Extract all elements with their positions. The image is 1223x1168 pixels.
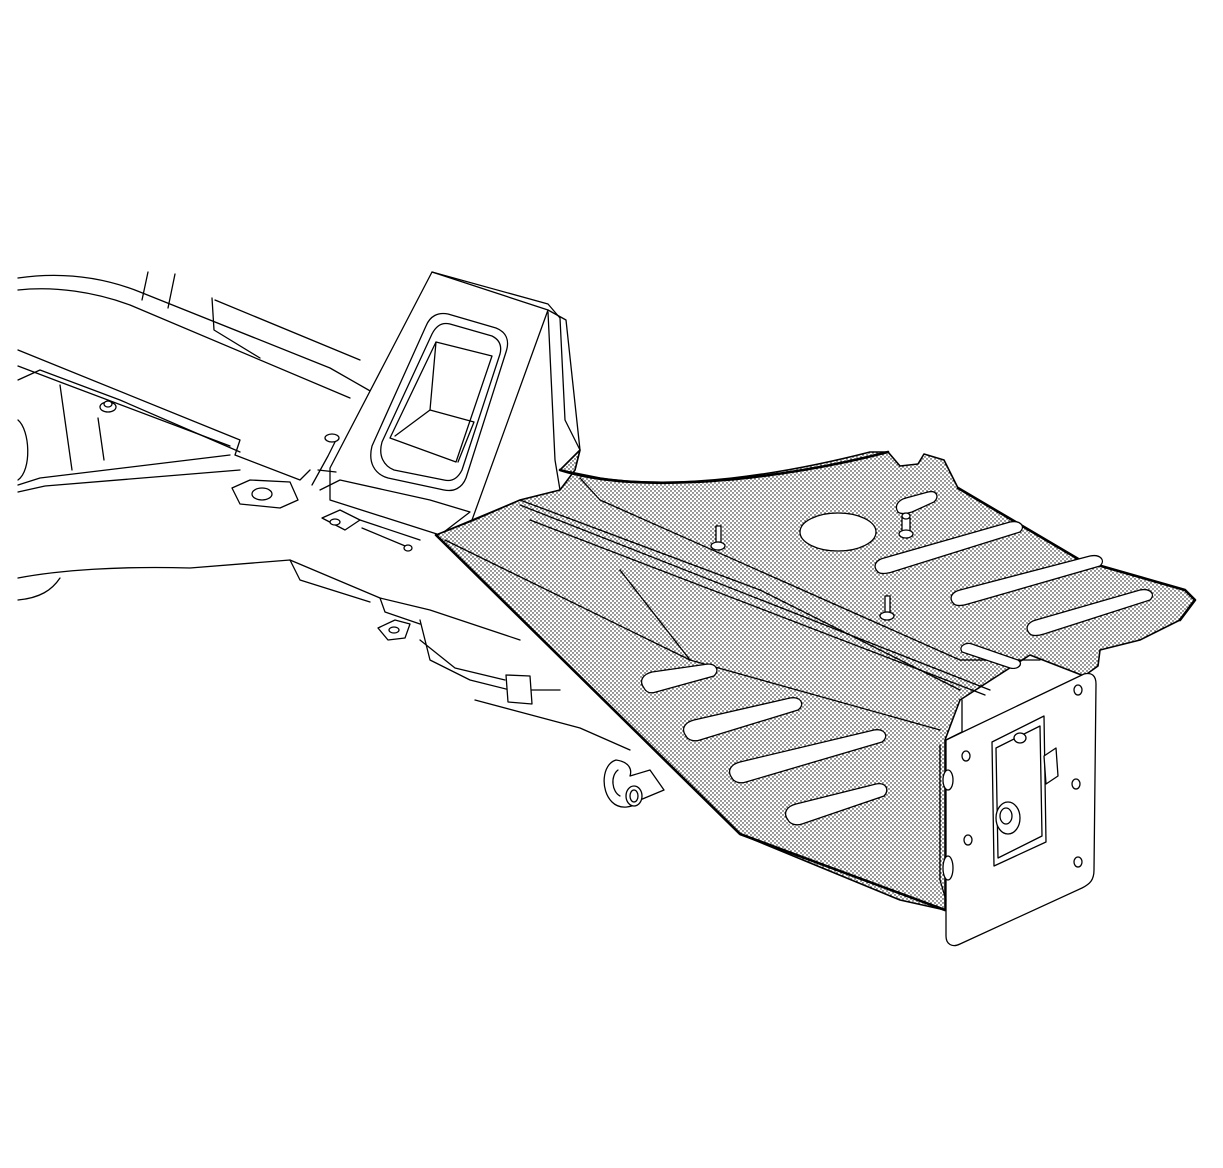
top-slot-1: [874, 520, 1024, 575]
side-slot-3: [728, 729, 887, 784]
frame-rail-upright-bracket: [311, 271, 581, 536]
frame-rail-left: [17, 271, 631, 751]
plate-hole-4: [961, 750, 971, 762]
access-hole: [799, 512, 877, 552]
front-frame-rail-extension: [434, 449, 1197, 912]
plate-hole-5: [963, 834, 973, 846]
side-slot-2: [682, 697, 803, 742]
plate-hole-2: [1071, 778, 1081, 790]
top-slot-2: [950, 554, 1104, 607]
side-slot-4: [784, 783, 888, 826]
stud-2: [879, 595, 895, 621]
mounting-studs: [710, 512, 914, 621]
bumper-mount-plate: [939, 672, 1097, 947]
tow-hook: [603, 759, 665, 808]
plate-hole-3: [1073, 856, 1083, 868]
side-slot-1: [640, 663, 718, 694]
plate-hole-1: [1073, 684, 1083, 696]
bracket-window: [370, 312, 509, 492]
rail-block: [505, 674, 533, 705]
stud-1: [710, 525, 726, 551]
top-slot-3: [1026, 588, 1154, 637]
stud-3: [898, 512, 914, 539]
